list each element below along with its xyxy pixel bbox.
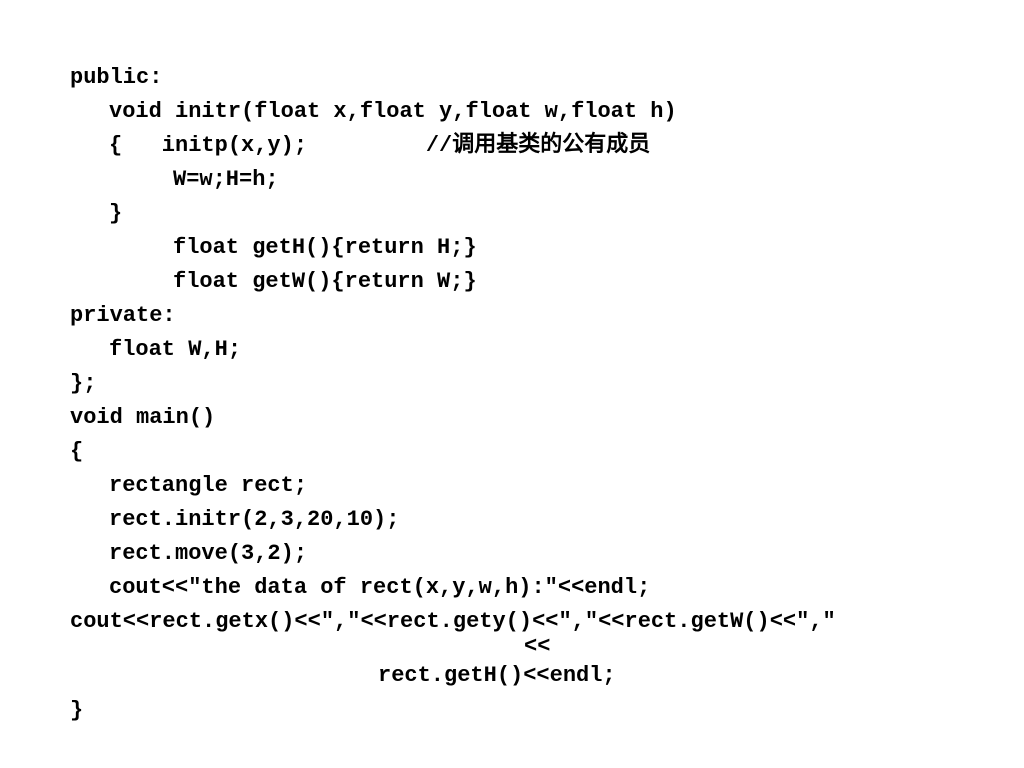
code-line-8: private: bbox=[70, 303, 176, 328]
code-line-14: rect.initr(2,3,20,10); bbox=[109, 507, 400, 532]
code-line-3: { initp(x,y); //调用基类的公有成员 bbox=[109, 133, 651, 158]
code-line-2: void initr(float x,float y,float w,float… bbox=[109, 99, 677, 124]
code-line-20: } bbox=[70, 698, 84, 723]
code-line-16: cout<<"the data of rect(x,y,w,h):"<<endl… bbox=[109, 575, 651, 600]
code-line-7: float getW(){return W;} bbox=[173, 269, 477, 294]
code-line-11: void main() bbox=[70, 405, 216, 430]
code-line-1: public: bbox=[70, 65, 163, 90]
code-line-18: << bbox=[524, 634, 551, 659]
code-line-5: } bbox=[109, 201, 123, 226]
code-line-6: float getH(){return H;} bbox=[173, 235, 477, 260]
code-line-12: { bbox=[70, 439, 84, 464]
code-line-9: float W,H; bbox=[109, 337, 242, 362]
code-line-17: cout<<rect.getx()<<","<<rect.gety()<<","… bbox=[70, 609, 836, 634]
code-line-10: }; bbox=[70, 371, 97, 396]
code-line-19: rect.getH()<<endl; bbox=[378, 663, 616, 688]
code-line-13: rectangle rect; bbox=[109, 473, 308, 498]
code-line-15: rect.move(3,2); bbox=[109, 541, 308, 566]
code-line-4: W=w;H=h; bbox=[173, 167, 279, 192]
